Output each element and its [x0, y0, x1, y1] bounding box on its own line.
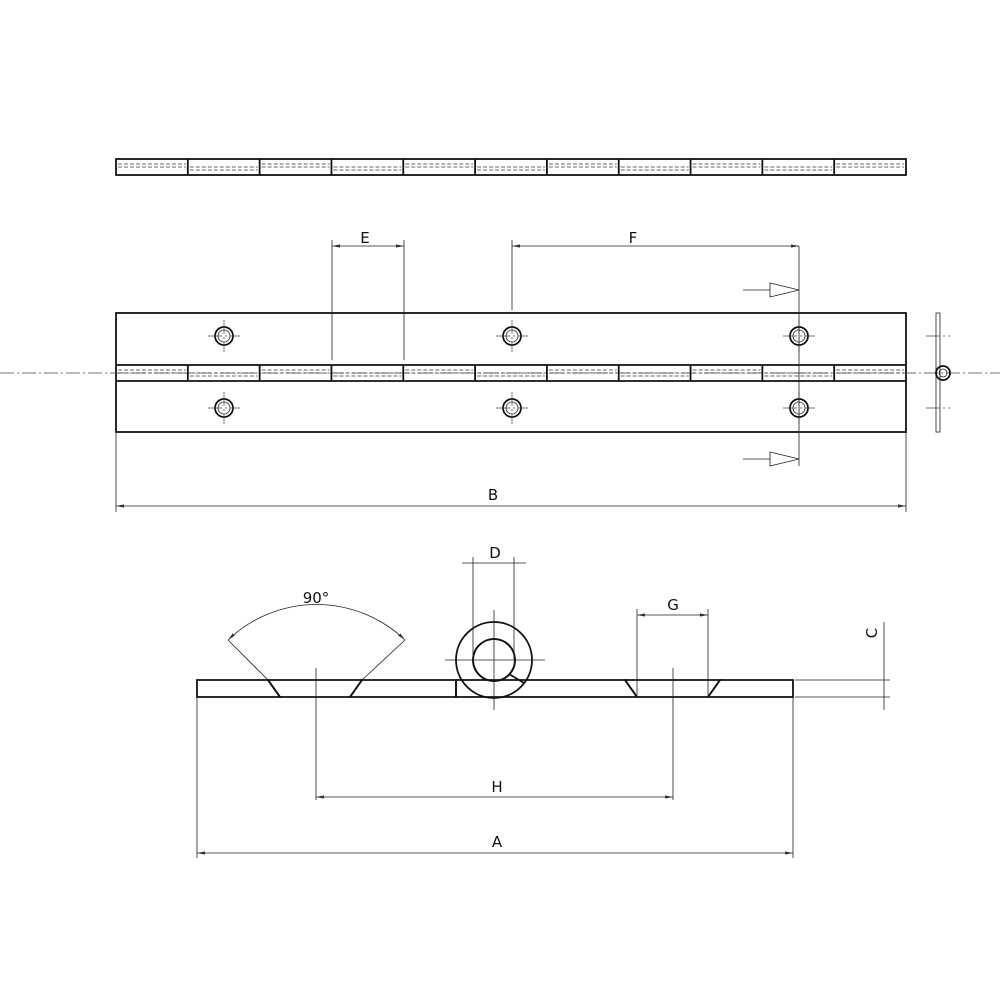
countersink-left	[266, 679, 364, 698]
label-f: F	[629, 229, 638, 247]
front-view	[0, 312, 1000, 433]
knuckle-segment	[330, 365, 402, 381]
knuckle-segment	[617, 365, 689, 381]
hinge-outline	[115, 312, 907, 433]
screw-hole-icon	[496, 392, 528, 424]
screw-hole-icon	[208, 320, 240, 352]
dimension-d: D	[462, 544, 526, 660]
side-view	[926, 312, 951, 433]
knuckle-segment	[402, 365, 474, 381]
dimension-b: B	[115, 432, 907, 512]
countersink-right	[623, 679, 722, 698]
dimension-e: E	[331, 229, 405, 360]
label-b: B	[488, 486, 498, 504]
cross-section	[196, 610, 794, 800]
label-angle: 90°	[303, 589, 330, 607]
dimension-f: F	[511, 229, 799, 310]
knuckle-segment	[546, 365, 617, 381]
label-e: E	[360, 229, 369, 247]
knuckle-segment	[474, 159, 545, 175]
knuckle-segment	[474, 365, 545, 381]
knuckle-segment	[258, 159, 330, 175]
dimension-g: G	[636, 596, 709, 697]
knuckle-segment	[546, 159, 617, 175]
knuckle-segment	[761, 159, 833, 175]
screw-hole-icon	[208, 392, 240, 424]
top-view-strip	[115, 158, 907, 176]
knuckle-segment	[186, 365, 258, 381]
dimension-c: C	[795, 622, 890, 710]
knuckle-segment	[258, 365, 330, 381]
knuckle-segment	[118, 369, 186, 374]
label-a: A	[492, 833, 503, 851]
knuckle-segment	[402, 159, 474, 175]
knuckle-segment	[689, 365, 761, 381]
screw-hole-icon	[496, 320, 528, 352]
knuckle-segment	[761, 365, 833, 381]
section-arrow-icon	[769, 451, 800, 467]
knuckle-segment	[330, 159, 402, 175]
label-g: G	[667, 596, 679, 614]
knuckle-segment	[833, 159, 904, 175]
dimension-angle: 90°	[227, 589, 406, 681]
knuckle-segment	[186, 159, 258, 175]
label-h: H	[491, 778, 502, 796]
section-arrow-icon	[769, 282, 800, 298]
dimension-a: A	[196, 697, 794, 858]
knuckle-segment	[118, 163, 186, 168]
knuckle-segment	[617, 159, 689, 175]
knuckle-segment	[833, 365, 904, 381]
label-d: D	[489, 544, 501, 562]
dimension-h: H	[316, 778, 673, 799]
label-c: C	[863, 628, 881, 638]
section-marker	[743, 246, 800, 467]
knuckle-segment	[689, 159, 761, 175]
